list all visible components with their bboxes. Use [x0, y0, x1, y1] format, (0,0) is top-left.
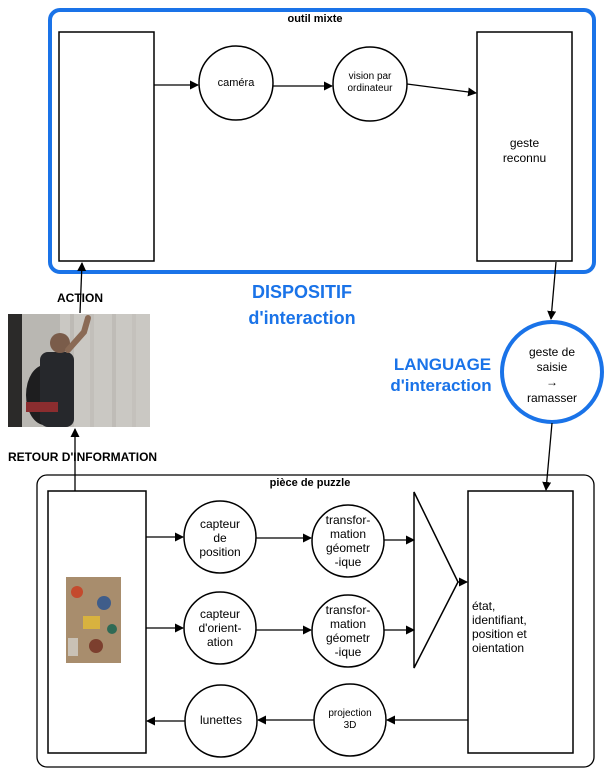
- piece-puzzle-panel: [36, 474, 595, 768]
- action-input-box: [58, 31, 155, 262]
- vision-label: vision par ordinateur: [347, 71, 393, 94]
- arrow-vision-to-box: [406, 83, 477, 97]
- piece-puzzle-title: pièce de puzzle: [269, 477, 351, 489]
- recognized-gesture-label: geste reconnu: [502, 136, 547, 165]
- state-box: [467, 490, 574, 754]
- transform-label-2: transfor- mation géometr -ique: [325, 603, 371, 659]
- feedback-label: RETOUR D'INFORMATION: [8, 450, 158, 464]
- state-label: état, identifiant, position et oientatio…: [472, 599, 527, 655]
- orientation-sensor-node: [183, 591, 257, 665]
- transform-node-2: [311, 594, 385, 668]
- action-label: ACTION: [57, 291, 103, 305]
- gesture-line-3: ramasser: [526, 391, 577, 405]
- puzzle-piece-image: [66, 577, 121, 663]
- arrow-gesture-to-state: [542, 422, 553, 491]
- merge-funnel: [413, 491, 459, 669]
- puzzle-piece-box: [47, 490, 147, 754]
- recognized-gesture-box: [476, 31, 573, 262]
- projection-label: projection 3D: [328, 708, 372, 731]
- glasses-label: lunettes: [199, 713, 243, 727]
- transform-node-1: [311, 504, 385, 578]
- outil-mixte-title: outil mixte: [287, 13, 343, 25]
- user-photo: [8, 314, 150, 427]
- position-sensor-node: [183, 500, 257, 574]
- camera-label: caméra: [217, 77, 255, 89]
- arrow-recognized-to-gesture: [547, 261, 557, 320]
- outil-mixte-panel: [48, 8, 596, 274]
- gesture-line-2: saisie: [536, 360, 568, 374]
- dispositif-label: DISPOSITIF: [251, 282, 352, 302]
- position-sensor-label: capteur de position: [199, 517, 241, 559]
- gesture-line-1: geste de: [528, 345, 576, 359]
- transform-label-1: transfor- mation géometr -ique: [325, 513, 371, 569]
- orientation-sensor-label: capteur d'orient- ation: [198, 607, 242, 649]
- camera-node: [198, 45, 274, 121]
- language-interaction-label: d'interaction: [390, 376, 492, 395]
- arrow-photo-to-top-box: [77, 262, 87, 314]
- language-label: LANGUAGE: [393, 355, 492, 374]
- gesture-arrow-glyph: →: [546, 375, 558, 389]
- dispositif-interaction-label: d'interaction: [248, 308, 356, 328]
- gesture-circle: [500, 320, 604, 424]
